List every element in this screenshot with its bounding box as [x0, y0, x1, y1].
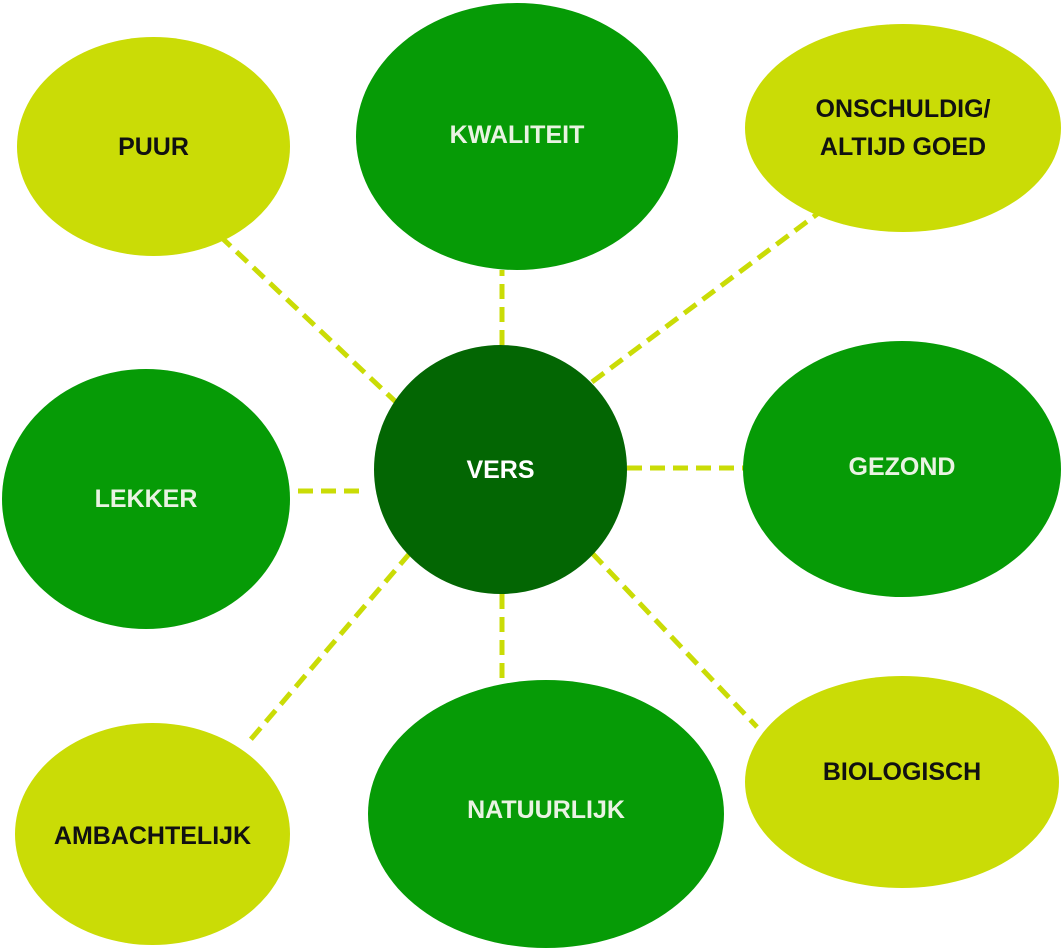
- node-label-ambachtelijk: AMBACHTELIJK: [53, 822, 252, 850]
- node-label-gezond: GEZOND: [848, 453, 956, 481]
- node-vers: VERS: [374, 345, 627, 594]
- node-label-biologisch: BIOLOGISCH: [822, 758, 982, 786]
- node-puur: PUUR: [17, 37, 290, 256]
- node-natuurlijk: NATUURLIJK: [368, 680, 724, 948]
- node-label-lekker: LEKKER: [94, 485, 198, 513]
- node-lekker: LEKKER: [2, 369, 290, 629]
- connector-ambachtelijk: [244, 551, 412, 747]
- node-ambachtelijk: AMBACHTELIJK: [15, 723, 290, 945]
- node-gezond: GEZOND: [743, 341, 1061, 597]
- connector-puur: [220, 236, 400, 406]
- node-kwaliteit: KWALITEIT: [356, 3, 678, 270]
- node-label-altijd-goed: ALTIJD GOED: [819, 133, 987, 161]
- connector-biologisch: [590, 551, 759, 729]
- connector-onschuldig: [590, 209, 822, 385]
- node-label-onschuldig: ONSCHULDIG/: [815, 95, 991, 123]
- node-label-puur: PUUR: [118, 132, 189, 161]
- node-label-kwaliteit: KWALITEIT: [449, 120, 585, 149]
- node-biologisch: BIOLOGISCH: [745, 676, 1059, 888]
- node-onschuldig-altijd-goed: ONSCHULDIG/ ALTIJD GOED: [745, 24, 1061, 232]
- node-label-natuurlijk: NATUURLIJK: [467, 796, 625, 824]
- node-label-vers: VERS: [466, 455, 535, 484]
